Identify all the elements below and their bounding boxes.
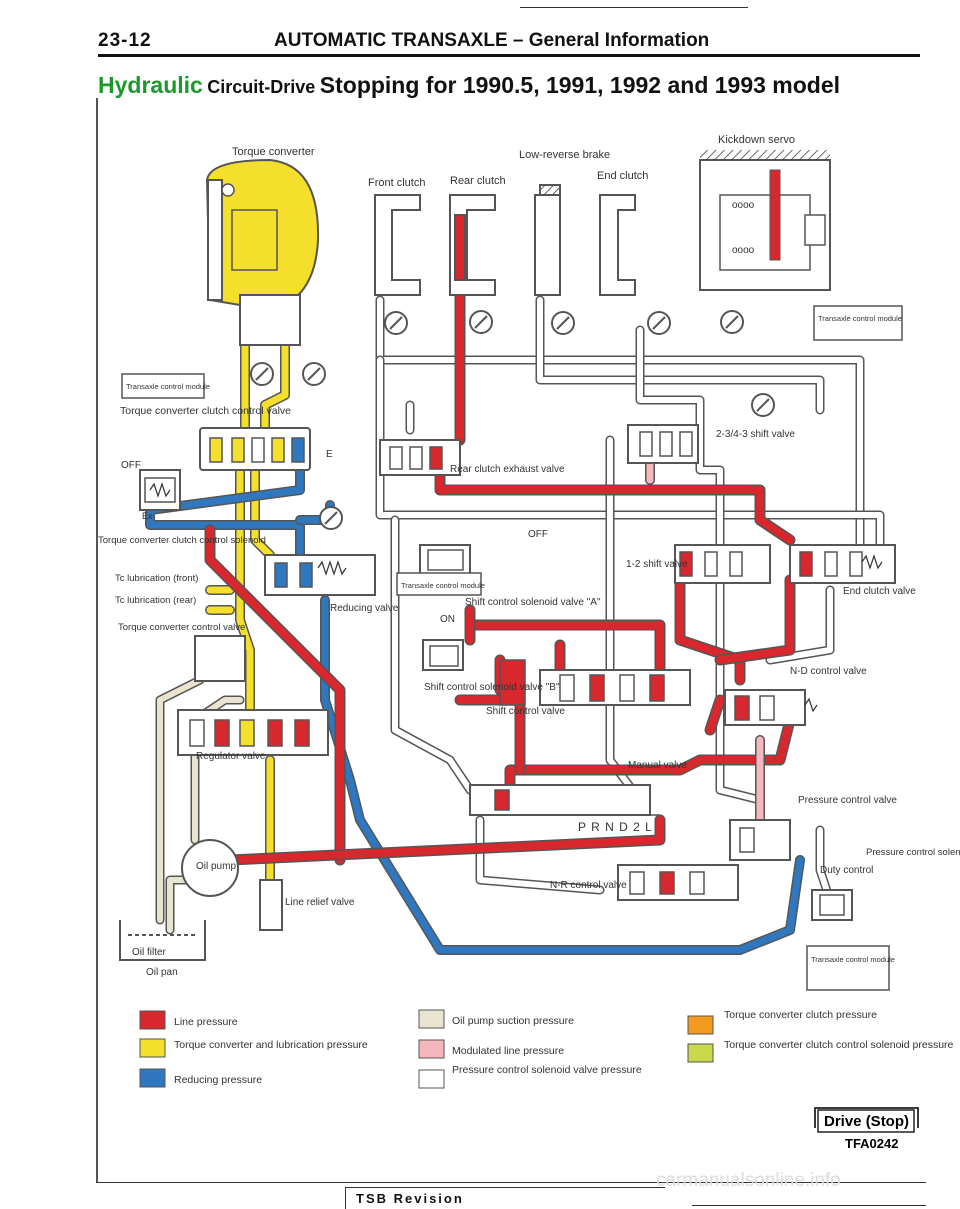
header-rule	[98, 54, 920, 57]
legend-swatch-tc-clutch-control-solenoid	[687, 1043, 714, 1063]
svg-text:oooo: oooo	[732, 200, 755, 211]
label-rear-clutch-exhaust: Rear clutch exhaust valve	[450, 464, 565, 475]
legend-label-tc-clutch-pressure: Torque converter clutch pressure	[724, 1009, 877, 1021]
left-margin-rule	[96, 98, 98, 1183]
figure-code: TFA0242	[845, 1136, 898, 1151]
drive-stop-badge: Drive (Stop)	[814, 1107, 919, 1133]
label-tcc-control-valve: Torque converter clutch control valve	[120, 405, 291, 417]
label-shift-valve-12: 1-2 shift valve	[626, 559, 688, 570]
label-manual-valve: Manual valve	[628, 760, 687, 771]
legend-label-reducing-pressure: Reducing pressure	[174, 1074, 262, 1086]
label-tcc-solenoid: Torque converter clutch control solenoid	[98, 535, 266, 546]
label-off-middle: OFF	[528, 529, 548, 540]
label-line-relief-valve: Line relief valve	[285, 897, 355, 908]
legend-swatch-oil-pump-suction	[418, 1009, 445, 1029]
label-off-top-left: OFF	[121, 460, 141, 471]
oil-filter-and-pan	[119, 920, 206, 961]
label-end-clutch-valve: End clutch valve	[843, 586, 916, 597]
label-oil-filter: Oil filter	[132, 947, 167, 958]
label-on-middle: ON	[440, 614, 455, 625]
clutch-packs	[374, 184, 636, 296]
badge-label: Drive (Stop)	[824, 1113, 909, 1130]
label-tcm-middle: Transaxle control module	[401, 581, 485, 590]
valve-springs	[149, 482, 883, 713]
legend-label-tc-clutch-control-solenoid: Torque converter clutch control solenoid…	[724, 1039, 954, 1051]
label-end-clutch: End clutch	[597, 170, 648, 182]
tsb-revision: TSB Revision	[345, 1187, 665, 1209]
label-nr-control-valve: N-R control valve	[550, 880, 627, 891]
watermark: carmanualsonline.info	[656, 1170, 841, 1191]
section-subtitle: Hydraulic Circuit-Drive Stopping for 199…	[98, 72, 840, 99]
label-tc-control-valve: Torque converter control valve	[118, 622, 245, 633]
legend-swatch-pressure-control-solenoid	[418, 1069, 445, 1089]
oil-suction-channels	[155, 675, 245, 935]
legend-label-torque-converter-lub: Torque converter and lubrication pressur…	[174, 1039, 368, 1051]
footer-rule	[96, 1182, 926, 1183]
label-low-reverse-brake: Low-reverse brake	[519, 149, 610, 161]
label-lub-rear: Tc lubrication (rear)	[115, 595, 196, 606]
valve-spools	[144, 431, 863, 916]
legend-swatch-tc-clutch-pressure	[687, 1015, 714, 1035]
torque-converter	[205, 158, 320, 346]
label-oil-pump: Oil pump	[196, 861, 236, 872]
legend-label-modulated-line: Modulated line pressure	[452, 1045, 564, 1057]
label-pressure-control-solenoid: Pressure control solenoid valve	[866, 847, 960, 858]
label-tcm-top-right: Transaxle control module	[818, 314, 902, 323]
header-top-rule	[520, 7, 748, 8]
label-shift-control-valve: Shift control valve	[486, 706, 565, 717]
white-pressure-control-channels	[375, 295, 885, 905]
label-regulator-valve: Regulator valve	[196, 751, 266, 762]
label-kickdown-servo: Kickdown servo	[718, 134, 795, 146]
label-front-clutch: Front clutch	[368, 177, 425, 189]
page-title: AUTOMATIC TRANSAXLE – General Informatio…	[274, 30, 710, 51]
legend-swatch-reducing-pressure	[139, 1068, 166, 1088]
legend-label-pressure-control-solenoid: Pressure control solenoid valve pressure	[452, 1064, 642, 1076]
label-oil-pan: Oil pan	[146, 967, 178, 978]
label-ex-left: Ex	[142, 511, 153, 521]
label-torque-converter: Torque converter	[232, 146, 315, 158]
label-reducing-valve: Reducing valve	[330, 603, 399, 614]
subtitle-circuit-drive: Circuit-Drive	[207, 77, 316, 97]
page-number: 23-12	[98, 30, 152, 51]
label-pressure-control-valve: Pressure control valve	[798, 795, 897, 806]
legend: Line pressure Torque converter and lubri…	[139, 1009, 954, 1089]
subtitle-hydraulic: Hydraulic	[98, 72, 203, 98]
tcm-boxes	[121, 305, 903, 991]
label-rear-clutch: Rear clutch	[450, 175, 506, 187]
label-shift-valve-234: 2-3/4-3 shift valve	[716, 429, 795, 440]
legend-label-line-pressure: Line pressure	[174, 1016, 238, 1028]
legend-label-oil-pump-suction: Oil pump suction pressure	[452, 1015, 574, 1027]
subtitle-model-years: Stopping for 1990.5, 1991, 1992 and 1993…	[319, 72, 841, 98]
label-lub-front: Tc lubrication (front)	[115, 573, 198, 584]
oil-pump	[181, 839, 239, 897]
label-duty-control: Duty control	[820, 865, 873, 876]
label-tcm-bottom-right: Transaxle control module	[811, 955, 895, 964]
kickdown-servo: oooo oooo	[699, 150, 831, 291]
footer-right-rule	[692, 1205, 926, 1206]
label-e: E	[326, 449, 333, 460]
svg-text:oooo: oooo	[732, 245, 755, 256]
pressure-gauges	[250, 310, 775, 530]
label-prnd2l: P R N D 2 L	[578, 820, 653, 834]
diagram-labels: Torque converter Front clutch Rear clutc…	[98, 134, 960, 978]
label-tcm-left: Transaxle control module	[126, 382, 210, 391]
label-shift-solenoid-b: Shift control solenoid valve "B"	[424, 682, 560, 693]
blue-reducing-channels	[145, 465, 805, 955]
legend-swatch-line-pressure	[139, 1010, 166, 1030]
label-nd-control-valve: N-D control valve	[790, 666, 867, 677]
label-shift-solenoid-a: Shift control solenoid valve "A"	[465, 597, 601, 608]
legend-swatch-modulated-line	[418, 1039, 445, 1059]
legend-swatch-torque-converter-lub	[139, 1038, 166, 1058]
page-header: 23-12 AUTOMATIC TRANSAXLE – General Info…	[98, 30, 918, 54]
